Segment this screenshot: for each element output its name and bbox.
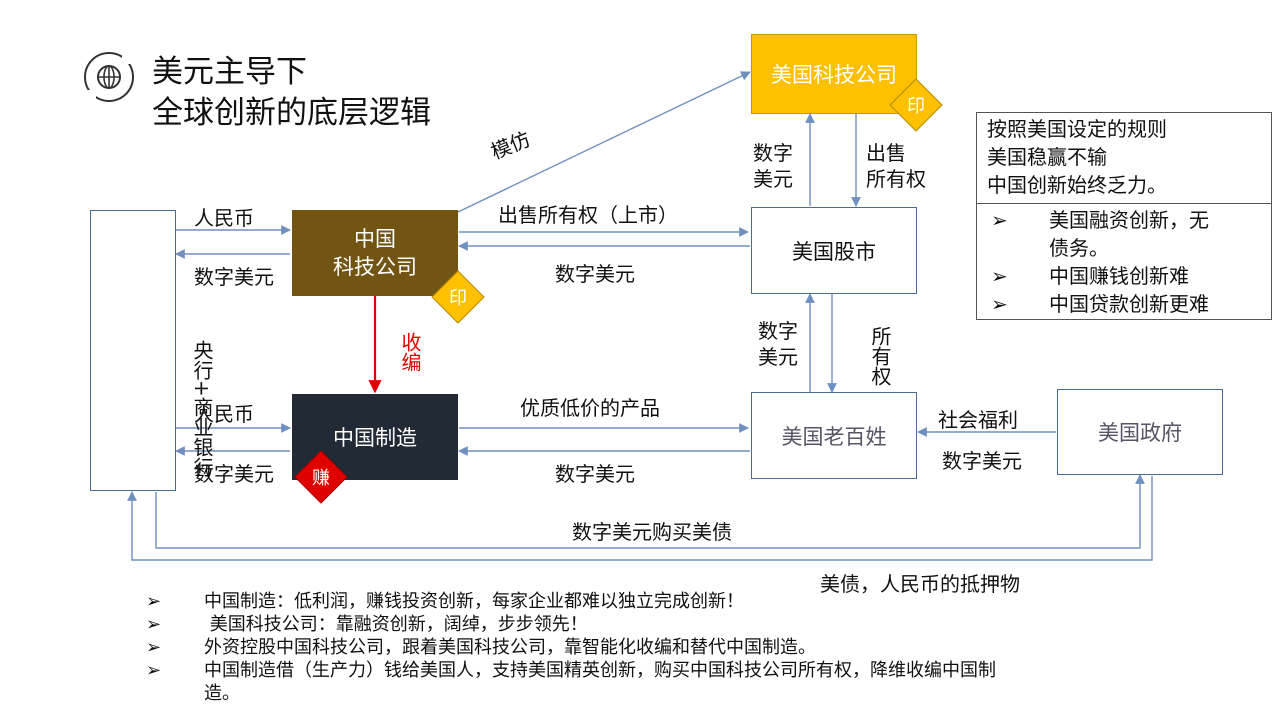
note-bullet-icon: ➢ xyxy=(146,614,162,635)
label-usd-tech-line1: 数字 xyxy=(753,141,793,165)
label-rmb-bottom: 人民币 xyxy=(194,402,254,426)
cn-tech-seal-text: 印 xyxy=(449,288,467,309)
note-bullet-icon: ➢ xyxy=(146,660,162,681)
note-item: ➢ 外资控股中国科技公司，跟着美国科技公司，靠智能化收编和替代中国制造。 xyxy=(146,636,1146,659)
label-absorb: 收编 xyxy=(398,332,422,372)
arrow-imitate xyxy=(457,71,751,213)
arrow-collateral xyxy=(127,476,1153,561)
rules-item: ➢ 美国融资创新，无 债务。 xyxy=(985,206,1263,262)
label-sell-own-line1: 出售 xyxy=(866,141,906,165)
label-usd-people-stock-line1: 数字 xyxy=(758,319,798,343)
rules-box: 按照美国设定的规则 美国稳赢不输 中国创新始终乏力。 ➢ 美国融资创新，无 债务… xyxy=(976,112,1272,320)
arrow-buy-bonds xyxy=(155,474,1145,549)
rules-item: ➢ 中国贷款创新更难 xyxy=(985,290,1263,318)
label-usd-tech-line2: 美元 xyxy=(753,167,793,191)
label-rmb-top: 人民币 xyxy=(194,206,254,230)
note-bullet-icon: ➢ xyxy=(146,637,162,658)
rules-bullet-icon: ➢ xyxy=(991,292,1008,316)
rules-list: ➢ 美国融资创新，无 债务。 ➢ 中国赚钱创新难 ➢ 中国贷款创新更难 xyxy=(977,204,1271,320)
us-tech-seal-text: 印 xyxy=(907,96,925,117)
globe-cycle-icon xyxy=(82,50,136,104)
note-item: 造。 xyxy=(146,682,1146,705)
rules-item-3-text: 中国贷款创新更难 xyxy=(1049,292,1209,316)
note-text: 造。 xyxy=(204,683,240,704)
label-ownership: 所有权 xyxy=(868,326,892,386)
rules-item-1-line-2: 债务。 xyxy=(1049,236,1109,260)
rules-header-line-1: 按照美国设定的规则 xyxy=(987,117,1167,141)
title-line-2: 全球创新的底层逻辑 xyxy=(152,95,431,131)
label-sell-ipo: 出售所有权（上市） xyxy=(498,203,678,227)
label-sell-own: 出售 所有权 xyxy=(866,140,926,192)
label-usd-people-cn: 数字美元 xyxy=(555,462,635,486)
label-sell-own-line2: 所有权 xyxy=(866,167,926,191)
note-bullet-icon: ➢ xyxy=(146,591,162,612)
central-bank-label: 央行+商业银行 xyxy=(190,340,214,477)
note-text: 外资控股中国科技公司，跟着美国科技公司，靠智能化收编和替代中国制造。 xyxy=(204,637,816,658)
rules-item-1-line-1: 美国融资创新，无 xyxy=(1049,208,1209,232)
note-text: 中国制造：低利润，赚钱投资创新，每家企业都难以独立完成创新！ xyxy=(204,591,744,612)
rules-header-line-3: 中国创新始终乏力。 xyxy=(987,173,1167,197)
page-title: 美元主导下 全球创新的底层逻辑 xyxy=(152,52,431,134)
label-usd-stock-cn: 数字美元 xyxy=(555,262,635,286)
us-stock-box: 美国股市 xyxy=(751,207,917,294)
label-collateral: 美债，人民币的抵押物 xyxy=(820,572,1020,596)
central-bank-box xyxy=(90,210,176,491)
label-usd-tech: 数字 美元 xyxy=(753,140,793,192)
title-line-1: 美元主导下 xyxy=(152,54,307,90)
label-buy-bonds: 数字美元购买美债 xyxy=(572,520,732,544)
rules-item: ➢ 中国赚钱创新难 xyxy=(985,262,1263,290)
cn-tech-box: 中国 科技公司 xyxy=(292,210,458,296)
cn-tech-line1: 中国 xyxy=(354,227,396,251)
label-usd-gov: 数字美元 xyxy=(942,449,1022,473)
note-bullet-icon xyxy=(146,682,204,705)
rules-item-2-text: 中国赚钱创新难 xyxy=(1049,264,1189,288)
us-tech-seal-badge: 印 xyxy=(889,78,943,132)
rules-header-line-2: 美国稳赢不输 xyxy=(987,145,1107,169)
label-usd-top: 数字美元 xyxy=(194,265,274,289)
cn-tech-line2: 科技公司 xyxy=(333,255,417,279)
cn-mfg-earn-badge: 赚 xyxy=(294,450,348,504)
us-people-box: 美国老百姓 xyxy=(751,392,917,479)
rules-header: 按照美国设定的规则 美国稳赢不输 中国创新始终乏力。 xyxy=(977,113,1271,204)
cn-mfg-earn-text: 赚 xyxy=(312,468,330,489)
label-usd-bottom: 数字美元 xyxy=(194,462,274,486)
rules-item-text: 美国融资创新，无 债务。 xyxy=(1049,206,1209,262)
notes-list: ➢ 中国制造：低利润，赚钱投资创新，每家企业都难以独立完成创新！ ➢ 美国科技公… xyxy=(146,590,1146,705)
note-item: ➢ 中国制造借（生产力）钱给美国人，支持美国精英创新，购买中国科技公司所有权，降… xyxy=(146,659,1146,682)
note-item: ➢ 美国科技公司：靠融资创新，阔绰，步步领先！ xyxy=(146,613,1146,636)
label-quality-products: 优质低价的产品 xyxy=(520,396,660,420)
note-text: 美国科技公司：靠融资创新，阔绰，步步领先！ xyxy=(204,614,588,635)
note-text: 中国制造借（生产力）钱给美国人，支持美国精英创新，购买中国科技公司所有权，降维收… xyxy=(204,660,996,681)
rules-bullet-icon: ➢ xyxy=(991,264,1008,288)
cn-tech-seal-badge: 印 xyxy=(431,270,485,324)
label-usd-people-stock-line2: 美元 xyxy=(758,345,798,369)
label-welfare: 社会福利 xyxy=(938,408,1018,432)
us-gov-box: 美国政府 xyxy=(1057,389,1223,475)
rules-bullet-icon: ➢ xyxy=(991,208,1008,232)
label-usd-people-stock: 数字 美元 xyxy=(758,318,798,370)
us-tech-box: 美国科技公司 xyxy=(751,34,917,114)
note-item: ➢ 中国制造：低利润，赚钱投资创新，每家企业都难以独立完成创新！ xyxy=(146,590,1146,613)
